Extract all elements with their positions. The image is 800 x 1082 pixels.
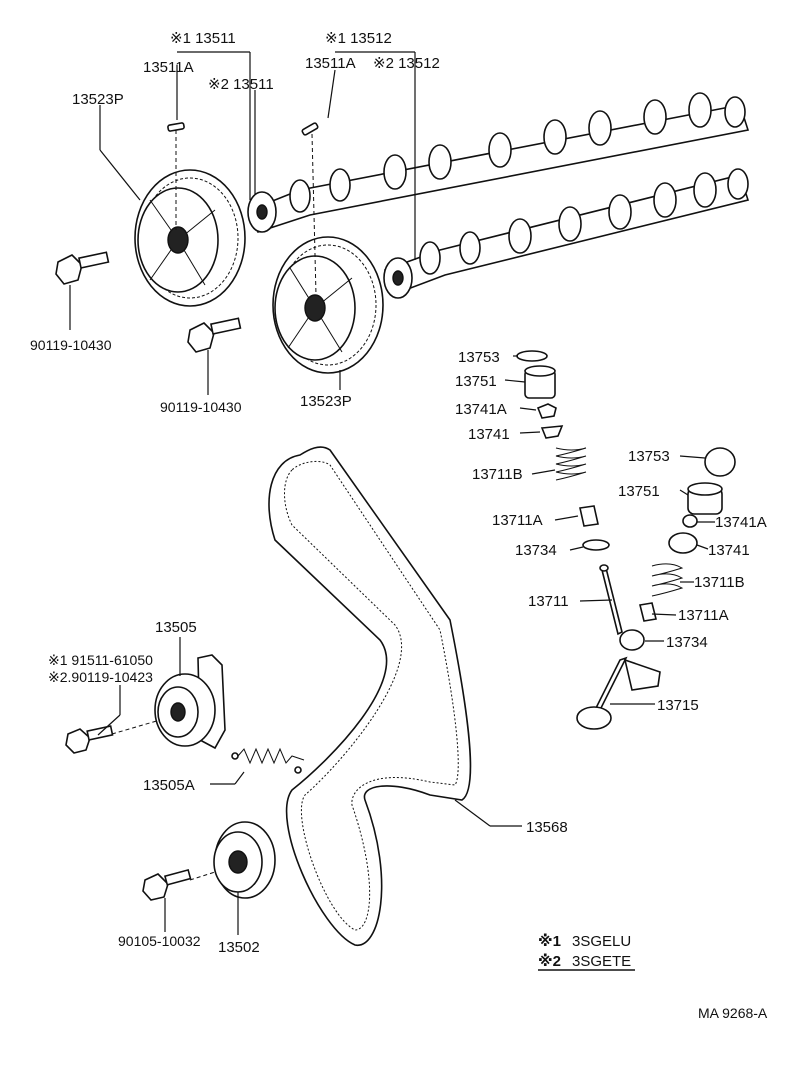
- valve-stem-guide-b[interactable]: [639, 602, 657, 622]
- callout-13741-a: 13741: [468, 426, 510, 443]
- intake-valve[interactable]: [599, 564, 623, 636]
- callout-13568: 13568: [526, 819, 568, 836]
- callout-13711b-a: 13711B: [472, 466, 523, 483]
- callout-13741a-a: 13741A: [455, 401, 507, 418]
- legend-text-2: 3SGETE: [572, 953, 631, 970]
- camshaft-timing-pulley-a[interactable]: [134, 169, 246, 307]
- idler-pulley[interactable]: [213, 821, 276, 899]
- knock-pin-b[interactable]: [301, 122, 319, 136]
- camshaft-timing-pulley-b[interactable]: [272, 236, 384, 374]
- valve-stem-oil-seal-a[interactable]: [582, 539, 610, 551]
- callout-13751-b: 13751: [618, 483, 660, 500]
- timing-belt[interactable]: [268, 446, 472, 946]
- callout-13512-2: ※2 13512: [373, 55, 440, 72]
- callout-13715: 13715: [657, 697, 699, 714]
- camshaft-lower[interactable]: [383, 168, 750, 299]
- callout-13511-2: ※2 13511: [208, 76, 274, 93]
- legend: ※1 3SGELU ※2 3SGETE: [538, 932, 635, 971]
- callout-13741a-b: 13741A: [715, 514, 767, 531]
- legend-text-1: 3SGELU: [572, 933, 631, 950]
- callout-13711a-a: 13711A: [492, 512, 543, 529]
- callout-13741-b: 13741: [708, 542, 750, 559]
- knock-pin-a[interactable]: [167, 122, 185, 132]
- callout-13753-b: 13753: [628, 448, 670, 465]
- valve-stem-oil-seal-b[interactable]: [619, 629, 645, 651]
- callout-91511-61050: ※1 91511-61050: [48, 652, 153, 668]
- callout-13523p-b: 13523P: [300, 393, 352, 410]
- pulley-bolt-b[interactable]: [187, 317, 242, 353]
- callout-13734-b: 13734: [666, 634, 708, 651]
- valve-stem-guide-a[interactable]: [579, 505, 599, 527]
- callout-labels: ※1 13511 13511A ※2 13511 ※1 13512 13511A…: [30, 30, 767, 956]
- valve-compression-spring-a[interactable]: [555, 447, 587, 481]
- leader-lines: [69, 51, 715, 935]
- diagram-reference-code: MA 9268-A: [698, 1005, 768, 1021]
- callout-13711a-b: 13711A: [678, 607, 729, 624]
- tension-spring[interactable]: [231, 747, 305, 774]
- callout-13502: 13502: [218, 939, 260, 956]
- valve-adjusting-shim-b[interactable]: [704, 447, 736, 477]
- callout-13505a: 13505A: [143, 777, 195, 794]
- callout-13734-a: 13734: [515, 542, 557, 559]
- valve-compression-spring-b[interactable]: [651, 563, 684, 597]
- callout-90119-b: 90119-10430: [160, 399, 242, 415]
- callout-90105-10032: 90105-10032: [118, 933, 201, 949]
- callout-13512: ※1 13512: [325, 30, 392, 47]
- pulley-bolt-a[interactable]: [55, 251, 110, 285]
- valve-lifter-a[interactable]: [524, 365, 556, 399]
- timing-belt-tensioner[interactable]: [154, 654, 226, 750]
- callout-13505: 13505: [155, 619, 197, 636]
- valve-spring-retainer-a[interactable]: [540, 425, 564, 439]
- tensioner-bolt[interactable]: [65, 725, 114, 754]
- valve-spring-retainer-lock-a[interactable]: [536, 403, 557, 419]
- callout-90119-a: 90119-10430: [30, 337, 112, 353]
- callout-13511a: 13511A: [143, 59, 194, 76]
- valve-spring-retainer-lock-b[interactable]: [682, 514, 698, 528]
- idler-bolt[interactable]: [142, 868, 192, 901]
- callout-13711: 13711: [528, 593, 569, 610]
- callout-13711b-b: 13711B: [694, 574, 745, 591]
- valve-adjusting-shim-a[interactable]: [516, 350, 548, 362]
- callout-13523p-a: 13523P: [72, 91, 124, 108]
- legend-mark-2: ※2: [538, 952, 561, 970]
- callout-13753-a: 13753: [458, 349, 500, 366]
- callout-90119-10423: ※2.90119-10423: [48, 669, 153, 685]
- callout-13511: ※1 13511: [170, 30, 236, 47]
- legend-mark-1: ※1: [538, 932, 561, 950]
- callout-13751-a: 13751: [455, 373, 497, 390]
- valve-spring-retainer-b[interactable]: [668, 532, 698, 554]
- callout-13511a-b: 13511A: [305, 55, 356, 72]
- valve-lifter-b[interactable]: [687, 482, 723, 515]
- camshaft-upper[interactable]: [247, 92, 750, 234]
- exhaust-valve[interactable]: [576, 656, 661, 730]
